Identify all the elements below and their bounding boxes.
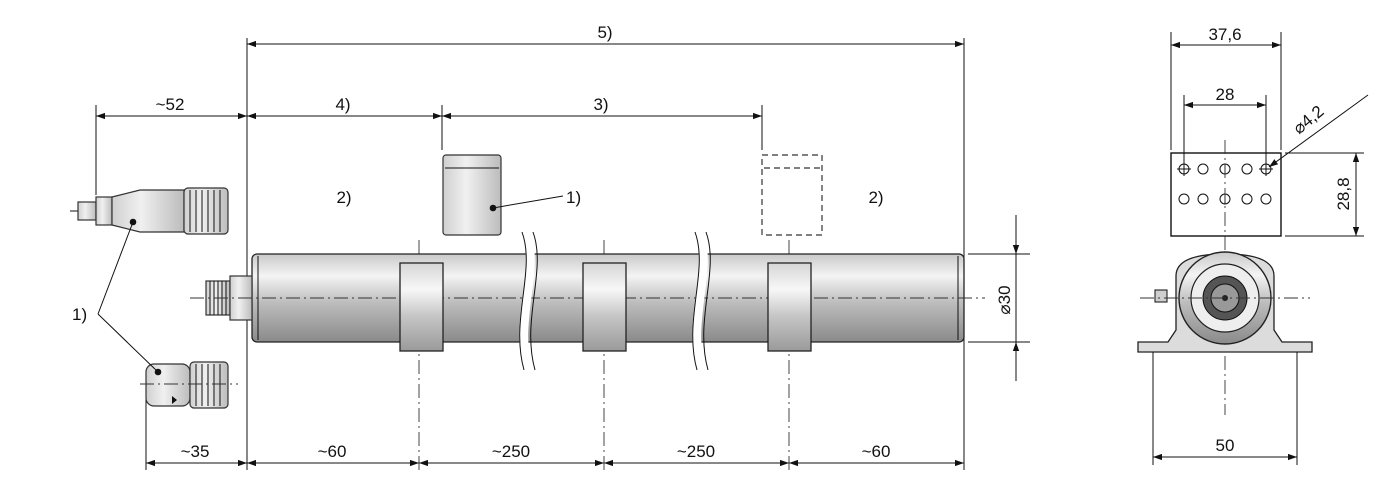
label-diameter: ⌀30 — [995, 285, 1014, 314]
leader-hole-diameter — [1268, 94, 1369, 168]
label-bottom-dim-1: ~60 — [318, 442, 347, 461]
label-connector-offset: ~35 — [181, 442, 210, 461]
break-gap-2 — [692, 230, 708, 372]
cable-stub — [77, 201, 97, 221]
front-view: 5) 4) 3) ~52 2) 2) 1) 1) ~35 ~60 ~250 ~2… — [70, 23, 1030, 470]
mounting-clamp-2 — [582, 262, 627, 352]
position-magnet-end — [761, 154, 823, 236]
label-segment-3: 3) — [593, 95, 608, 114]
label-connector-length: ~52 — [156, 95, 185, 114]
mounting-hole — [1197, 163, 1209, 175]
break-gap-1 — [519, 230, 535, 372]
label-segment-4: 4) — [335, 95, 350, 114]
break-line-1b — [530, 231, 538, 371]
label-bracket-height: 28,8 — [1334, 177, 1353, 210]
mounting-clamp-3 — [767, 262, 812, 352]
position-magnet — [442, 154, 502, 236]
mounting-hole — [1178, 193, 1190, 205]
mounting-hole — [1260, 193, 1272, 205]
side-view: 37,6 28 ⌀4,2 28,8 50 — [1137, 25, 1369, 465]
label-bracket-width: 37,6 — [1208, 25, 1241, 44]
label-bottom-dim-4: ~60 — [862, 442, 891, 461]
mounting-hole — [1197, 193, 1209, 205]
magnet-callout-leader — [492, 195, 564, 209]
label-free-zone-right: 2) — [868, 188, 883, 207]
connector-body — [111, 189, 185, 233]
tube-end-view — [1137, 251, 1313, 353]
break-line-2a — [692, 231, 700, 371]
angled-connector-nut — [189, 361, 229, 409]
label-magnet-callout: 1) — [566, 188, 581, 207]
cable-sleeve — [95, 196, 113, 226]
break-line-1a — [519, 231, 527, 371]
connector-callout-leader-2 — [97, 313, 159, 373]
label-bottom-dim-3: ~250 — [677, 442, 715, 461]
connector-nut — [183, 187, 229, 235]
clamp-screw — [1154, 289, 1168, 303]
label-overall-length: 5) — [597, 23, 612, 42]
cable-connector-angled — [145, 361, 229, 409]
angled-connector-body — [145, 363, 191, 407]
mounting-hole — [1241, 193, 1253, 205]
label-free-zone-left: 2) — [336, 188, 351, 207]
label-base-width: 50 — [1216, 436, 1235, 455]
label-connector-callout: 1) — [72, 305, 87, 324]
label-hole-spacing: 28 — [1216, 85, 1235, 104]
mounting-clamp-1 — [399, 262, 444, 352]
mounting-hole — [1241, 163, 1253, 175]
break-line-2b — [703, 231, 711, 371]
cable-connector-straight — [70, 187, 229, 235]
label-bottom-dim-2: ~250 — [492, 442, 530, 461]
label-hole-diameter: ⌀4,2 — [1289, 102, 1327, 138]
connector-callout-leader-1 — [97, 221, 134, 315]
